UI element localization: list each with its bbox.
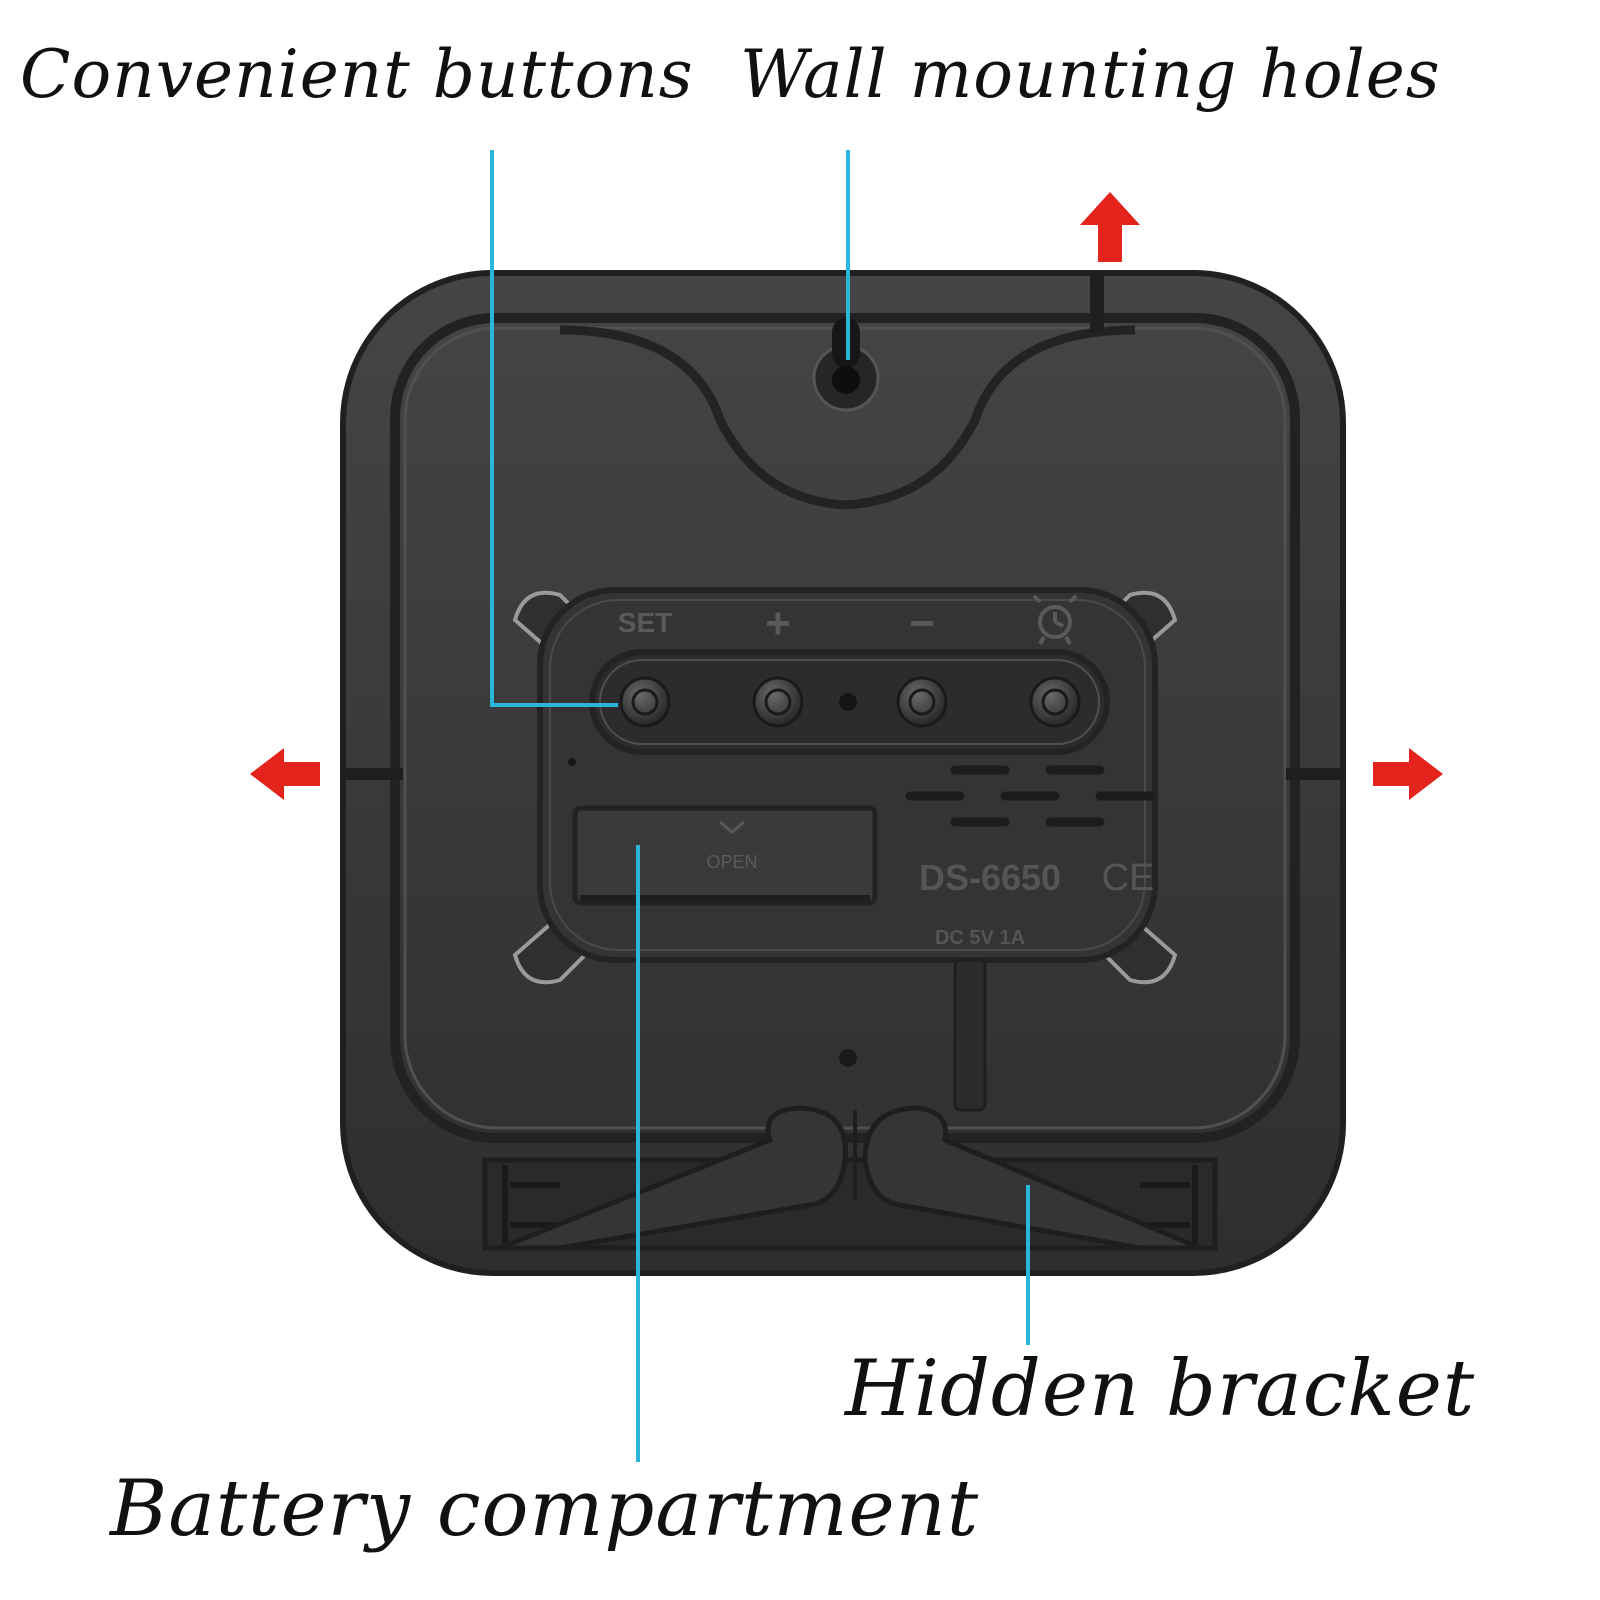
leader-buttons: [490, 150, 618, 707]
left-slot: [345, 768, 403, 780]
arrow-up-icon: [1080, 192, 1140, 262]
panel-dot: [568, 758, 576, 766]
speaker-grille: [905, 765, 1155, 827]
right-slot: [1286, 768, 1344, 780]
arrow-right-icon: [1373, 748, 1443, 800]
set-label: SET: [618, 607, 672, 638]
mounting-hole: [812, 318, 880, 412]
model-number: DS-6650: [919, 857, 1061, 898]
plus-button[interactable]: [752, 676, 804, 728]
leader-lines: [490, 150, 1030, 1462]
set-button[interactable]: [619, 676, 671, 728]
reset-hole[interactable]: [839, 693, 857, 711]
hanger-recess: [559, 325, 1136, 510]
label-convenient-buttons: Convenient buttons: [20, 36, 694, 113]
minus-label: −: [909, 599, 935, 648]
ce-mark: CE: [1102, 857, 1155, 899]
top-slot: [1090, 275, 1104, 333]
red-arrows: [250, 192, 1443, 800]
control-panel-inner: [549, 599, 1146, 951]
button-bar-rim: [599, 659, 1100, 745]
bottom-dot: [839, 1049, 857, 1067]
battery-open-label: OPEN: [706, 852, 757, 872]
hidden-bracket[interactable]: [499, 1105, 1201, 1251]
plus-label: +: [765, 599, 791, 648]
battery-compartment[interactable]: [572, 805, 878, 906]
minus-button[interactable]: [896, 676, 948, 728]
label-hidden-bracket: Hidden bracket: [845, 1344, 1476, 1434]
power-rating: DC 5V 1A: [935, 927, 1025, 949]
alarm-button[interactable]: [1029, 676, 1081, 728]
label-battery-compartment: Battery compartment: [110, 1464, 980, 1554]
arrow-left-icon: [250, 748, 320, 800]
alarm-clock-icon: [1032, 594, 1078, 645]
bracket-stem: [953, 958, 987, 1112]
label-wall-mounting-holes: Wall mounting holes: [740, 36, 1441, 113]
